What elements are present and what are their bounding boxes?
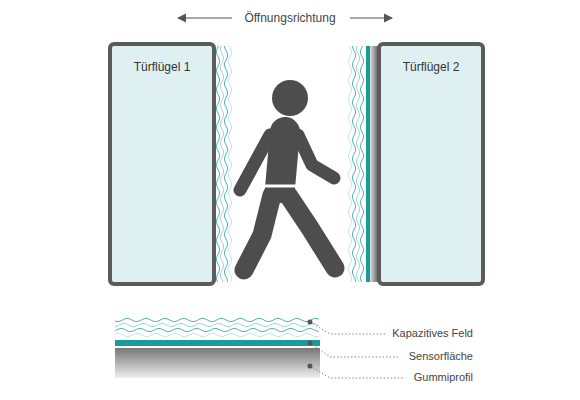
- callout-label: Kapazitives Feld: [390, 327, 475, 339]
- capacitive-field: [216, 46, 363, 282]
- capacitive-field-section: [115, 318, 319, 336]
- door-label: Türflügel 1: [112, 46, 212, 74]
- sensor-surface-section: [115, 340, 320, 346]
- callout-label: Sensorfläche: [407, 350, 475, 362]
- rubber-profile-section: [115, 348, 320, 378]
- direction-label: Öffnungsrichtung: [242, 11, 337, 25]
- door-leaf: Türflügel 1: [108, 42, 216, 286]
- door-leaf: Türflügel 2: [377, 42, 485, 286]
- direction-arrow: [178, 17, 232, 18]
- callout-label: Gummiprofil: [412, 371, 475, 383]
- sensor-strip: [366, 46, 370, 282]
- door-label: Türflügel 2: [381, 46, 481, 74]
- direction-arrow: [350, 17, 392, 18]
- leader-dot: [308, 320, 313, 369]
- person-pictogram: [240, 80, 335, 270]
